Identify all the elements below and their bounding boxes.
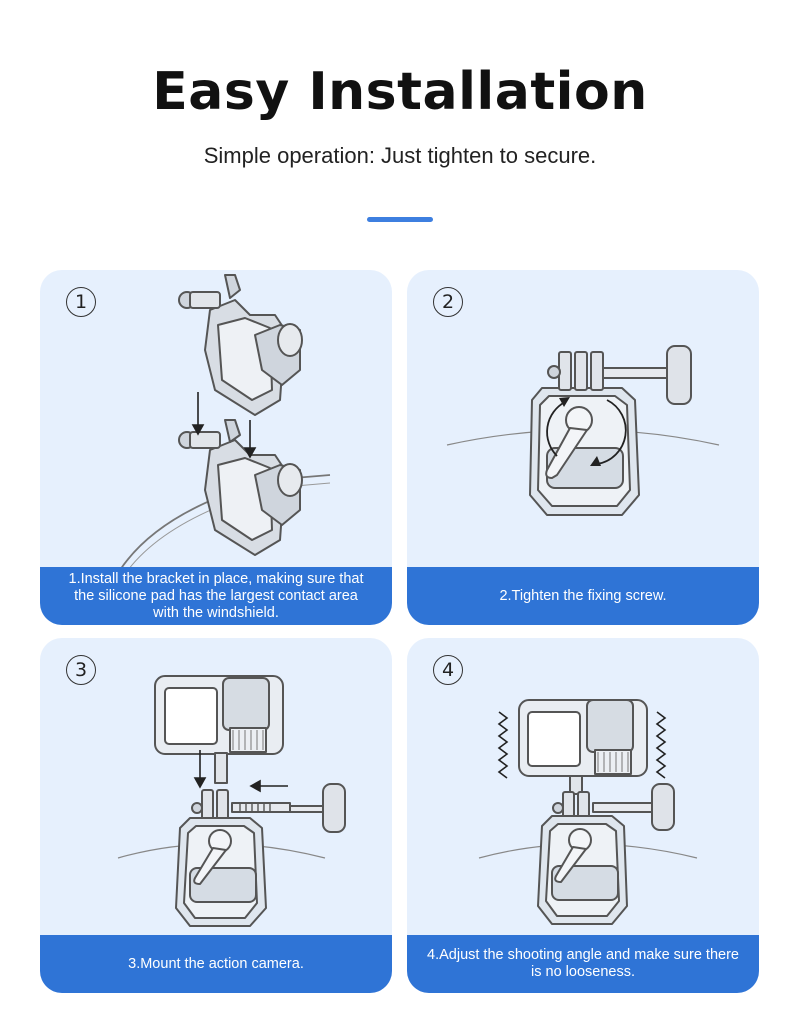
- step-number-2: 2: [433, 287, 463, 317]
- tighten-screw-illustration: [446, 345, 720, 516]
- step-caption-2: 2.Tighten the fixing screw.: [407, 567, 759, 625]
- step-number-3: 3: [66, 655, 96, 685]
- mount-camera-illustration: [117, 675, 346, 927]
- page-subtitle: Simple operation: Just tighten to secure…: [203, 143, 597, 168]
- step-caption-1: 1.Install the bracket in place, making s…: [40, 567, 392, 625]
- step-caption-4: 4.Adjust the shooting angle and make sur…: [407, 935, 759, 993]
- bracket-install-illustration: [119, 274, 331, 570]
- step-caption-3: 3.Mount the action camera.: [40, 935, 392, 993]
- step-card-3: 3: [40, 638, 392, 993]
- page-title: Easy Installation: [152, 62, 648, 122]
- step-card-2: 2 2.Tighten the fixing screw.: [407, 270, 759, 625]
- step-number-1: 1: [66, 287, 96, 317]
- adjust-angle-illustration: [478, 699, 698, 925]
- title-divider: [367, 217, 433, 222]
- step-number-4: 4: [433, 655, 463, 685]
- step-card-1: 1: [40, 270, 392, 625]
- step-card-4: 4 4.Adjust: [407, 638, 759, 993]
